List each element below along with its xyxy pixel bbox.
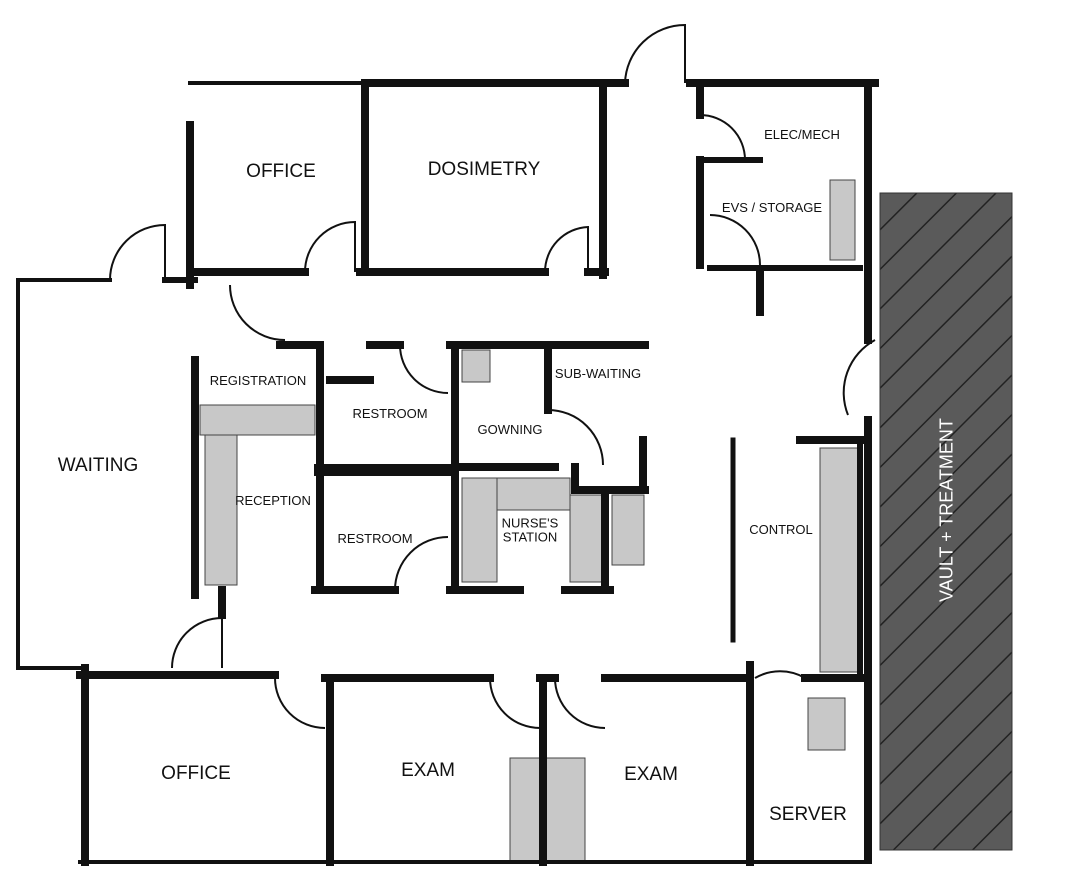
room-label-control: CONTROL <box>749 522 813 538</box>
room-label-gowning: GOWNING <box>477 422 543 438</box>
door-swing <box>109 223 166 281</box>
door-swing <box>554 677 606 729</box>
fixture <box>569 494 603 583</box>
fixture <box>611 494 645 566</box>
door-swing <box>709 214 761 266</box>
room-label-vault-treatment: VAULT + TREATMENT <box>936 418 957 602</box>
vault-area <box>879 192 1013 851</box>
door-swing <box>543 225 589 273</box>
room-label-reception: RECEPTION <box>235 493 311 509</box>
room-label-exam-left: EXAM <box>401 760 455 782</box>
door-swing <box>547 409 604 466</box>
room-label-waiting: WAITING <box>57 455 139 477</box>
door-swing <box>399 344 449 394</box>
door-swing <box>842 339 876 416</box>
fixture <box>461 349 491 383</box>
door-swing <box>394 536 449 591</box>
fixture <box>496 477 571 511</box>
room-label-office-bottom: OFFICE <box>161 763 231 785</box>
room-label-server: SERVER <box>769 804 847 826</box>
room-label-restroom-lower: RESTROOM <box>337 531 413 547</box>
door-swing <box>171 616 223 669</box>
room-label-office-top: OFFICE <box>246 161 316 183</box>
door-swing <box>304 220 356 273</box>
door-swing <box>274 677 326 729</box>
door-swing <box>754 670 806 679</box>
room-label-exam-right: EXAM <box>624 764 678 786</box>
room-label-nurses-station: NURSE'S STATION <box>501 515 559 544</box>
door-swing <box>624 23 686 84</box>
door-swing <box>489 677 541 729</box>
fixture <box>829 179 856 261</box>
room-label-elec-mech: ELEC/MECH <box>764 127 840 143</box>
fixture <box>509 757 586 863</box>
fixture <box>819 447 861 673</box>
room-label-restroom-upper: RESTROOM <box>352 406 428 422</box>
room-label-sub-waiting: SUB-WAITING <box>554 366 642 382</box>
room-label-evs-storage: EVS / STORAGE <box>721 200 823 216</box>
door-swing <box>699 114 746 161</box>
door-swing <box>229 284 286 341</box>
fixture <box>807 697 846 751</box>
room-label-registration: REGISTRATION <box>209 373 307 389</box>
fixture <box>461 477 498 583</box>
room-label-dosimetry: DOSIMETRY <box>427 159 541 181</box>
fixture <box>204 434 238 586</box>
fixture <box>199 404 316 436</box>
